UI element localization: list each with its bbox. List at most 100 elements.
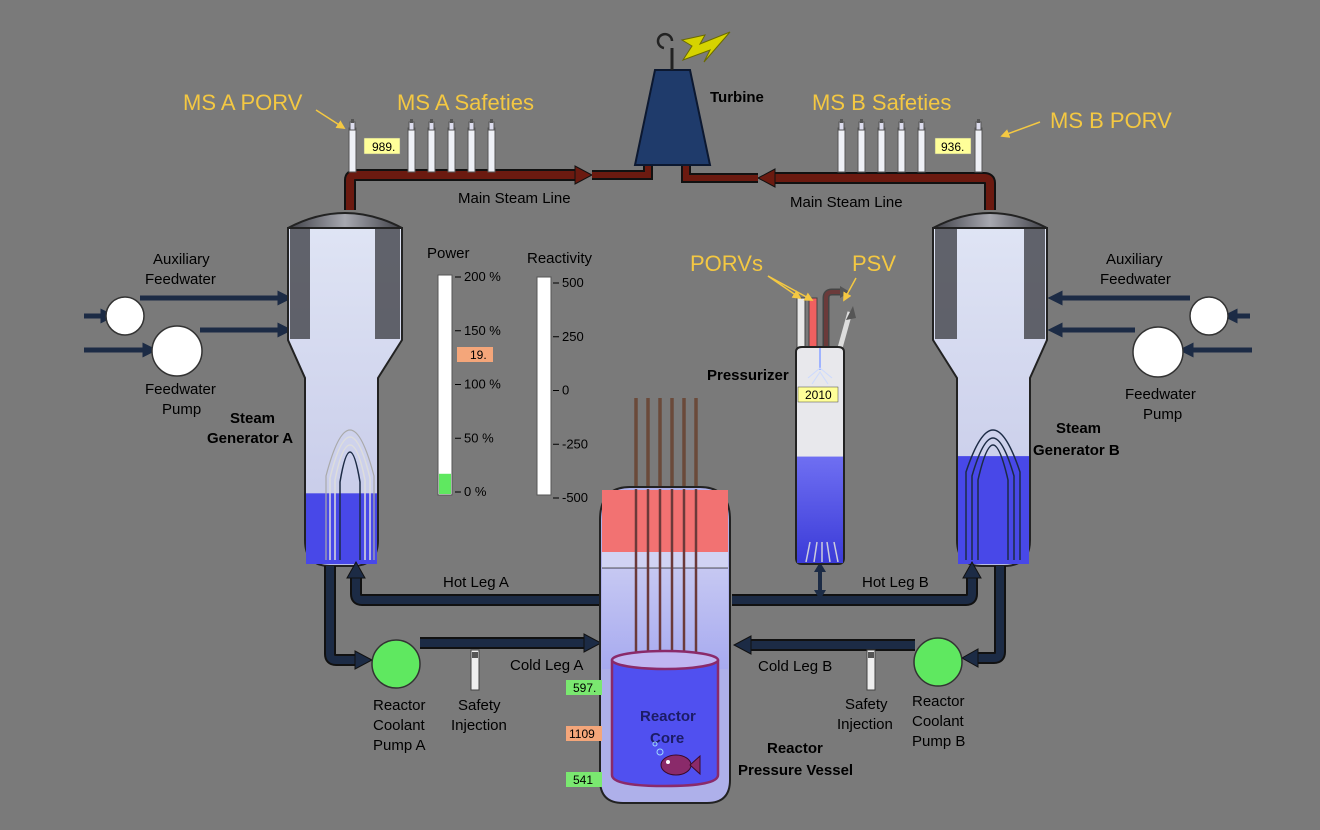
ms-b-safety-valve-3 — [877, 119, 886, 173]
primary-piping — [324, 560, 1006, 670]
reactivity-tick-label: -500 — [562, 490, 588, 505]
porvs-label: PORVs — [690, 251, 763, 276]
aux-feedwater-pump-a — [105, 296, 145, 336]
reactivity-tick-label: 0 — [562, 383, 569, 398]
power-tick-label: 150 % — [464, 323, 501, 338]
reactor-core — [610, 660, 720, 788]
ms-a-safeties-label: MS A Safeties — [397, 90, 534, 115]
sg-a-water-level — [306, 493, 377, 564]
fw-pump-a-label-1: Feedwater — [145, 381, 216, 398]
power-tick-label: 100 % — [464, 377, 501, 392]
reactivity-gauge-tube — [536, 276, 552, 496]
si-a-label-2: Injection — [451, 717, 507, 734]
pressurizer: 2010 Pressurizer PORVs PSV — [690, 251, 896, 565]
fw-pump-a-label-2: Pump — [162, 401, 201, 418]
ms-a-safety-valve-3 — [447, 119, 456, 173]
reactor-coolant-pump-b — [913, 637, 963, 687]
fw-pump-b-label-2: Pump — [1143, 406, 1182, 423]
rpv-label-1: Reactor — [767, 740, 823, 757]
reactivity-tick-label: -250 — [562, 436, 588, 451]
reactor-pressure-vessel: Reactor Core Reactor Pressure Vessel — [599, 398, 853, 804]
power-tick-label: 0 % — [464, 484, 487, 499]
power-gauge-fill — [439, 473, 451, 494]
ms-b-pressure-readout: 936. — [941, 140, 964, 154]
ms-a-safety-valve-1 — [407, 119, 416, 173]
ms-a-porv-label: MS A PORV — [183, 90, 303, 115]
power-label: Power — [427, 245, 470, 262]
turbine-label: Turbine — [710, 89, 764, 106]
main-steam-lines — [344, 162, 996, 210]
fish-icon — [652, 741, 701, 776]
porv-1 — [796, 297, 806, 349]
rcp-b-label-2: Coolant — [912, 713, 965, 730]
power-gauge-tube — [437, 274, 453, 496]
porv-2 — [808, 297, 818, 349]
turbine: Turbine — [633, 31, 764, 166]
reactivity-label: Reactivity — [527, 250, 593, 267]
sg-a-label-1: Steam — [230, 410, 275, 427]
power-readout-box — [457, 347, 493, 362]
ms-b-safeties-label: MS B Safeties — [812, 90, 951, 115]
safety-injection-a — [470, 649, 480, 691]
ms-b-pressure-box — [934, 137, 972, 155]
rcp-a-label-3: Pump A — [373, 737, 426, 754]
cold-leg-a-label: Cold Leg A — [510, 657, 583, 674]
rpv-label-2: Pressure Vessel — [738, 762, 853, 779]
main-steam-line-a-label: Main Steam Line — [458, 190, 571, 207]
rcp-b-label-3: Pump B — [912, 733, 965, 750]
pressurizer-pressure-box — [797, 386, 839, 403]
reactivity-tick-label: 250 — [562, 329, 584, 344]
core-temp-box — [566, 772, 602, 787]
ms-b-valves — [837, 119, 983, 173]
pressurizer-label: Pressurizer — [707, 367, 789, 384]
power-tick-label: 200 % — [464, 269, 501, 284]
main-steam-line-b-label: Main Steam Line — [790, 194, 903, 211]
ms-b-safety-valve-2 — [857, 119, 866, 173]
feedwater-a: Auxiliary Feedwater Feedwater Pump — [84, 251, 293, 418]
aux-fw-b-label-1: Auxiliary — [1106, 251, 1163, 268]
si-b-label-1: Safety — [845, 696, 888, 713]
ms-a-pressure-readout: 989. — [372, 140, 395, 154]
sg-b-water-level — [958, 456, 1029, 564]
reactor-coolant-pump-a — [371, 639, 421, 689]
ms-b-safety-valve-5 — [917, 119, 926, 173]
power-gauge: Power 200 %150 %100 %50 %0 % 19. — [427, 245, 501, 499]
aux-fw-a-label-2: Feedwater — [145, 271, 216, 288]
ms-b-porv-label: MS B PORV — [1050, 108, 1172, 133]
si-a-label-1: Safety — [458, 697, 501, 714]
ms-a-safety-valve-5 — [487, 119, 496, 173]
pressurizer-pressure-readout: 2010 — [805, 388, 832, 402]
ms-a-safety-valve-4 — [467, 119, 476, 173]
cold-leg-temp-box — [566, 680, 602, 695]
ms-b-safety-valve-1 — [837, 119, 846, 173]
sg-a-label-2: Generator A — [207, 430, 293, 447]
safety-injection-b — [866, 649, 876, 691]
core-label-2: Core — [650, 730, 684, 747]
ms-a-porv-valve — [348, 119, 357, 173]
ms-a-valves — [348, 119, 496, 173]
rcp-a-label-1: Reactor — [373, 697, 426, 714]
rcs-pressure-readout: 1109 — [569, 727, 595, 741]
ms-b-porv-valve — [974, 119, 983, 173]
core-label-1: Reactor — [640, 708, 696, 725]
core-temp-readout: 541 — [573, 773, 593, 787]
feedwater-b: Auxiliary Feedwater Feedwater Pump — [1047, 251, 1252, 423]
aux-feedwater-pump-b — [1189, 296, 1229, 336]
rcs-pressure-box — [566, 726, 602, 741]
cold-leg-b-label: Cold Leg B — [758, 658, 832, 675]
steam-generator-a: Steam Generator A — [207, 212, 403, 567]
ms-a-safety-valve-2 — [427, 119, 436, 173]
pressurizer-water-level — [797, 456, 843, 563]
rcp-b-label-1: Reactor — [912, 693, 965, 710]
hot-leg-b-label: Hot Leg B — [862, 574, 929, 591]
rcp-a-label-2: Coolant — [373, 717, 426, 734]
sg-b-label-2: Generator B — [1033, 442, 1120, 459]
ms-a-pressure-box — [363, 137, 401, 155]
lightning-icon — [680, 31, 731, 63]
feedwater-pump-b — [1132, 326, 1184, 378]
fw-pump-b-label-1: Feedwater — [1125, 386, 1196, 403]
sg-b-label-1: Steam — [1056, 420, 1101, 437]
hot-leg-a-label: Hot Leg A — [443, 574, 509, 591]
